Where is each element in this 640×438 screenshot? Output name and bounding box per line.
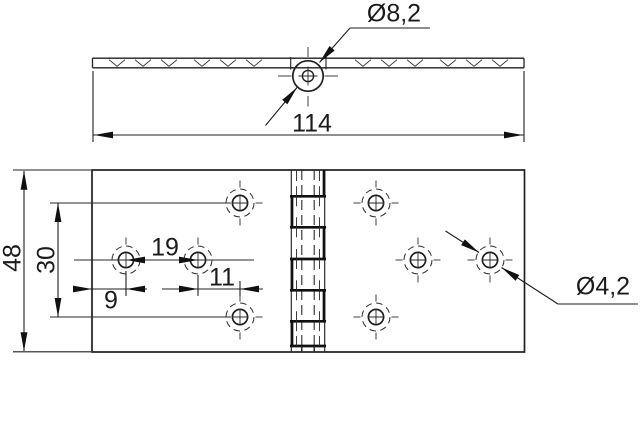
dim-label-leaf-height: 48 xyxy=(0,244,27,272)
hinge-knuckle-plan xyxy=(290,170,326,352)
side-view: Ø8,2 114 xyxy=(91,0,525,142)
plan-view: 48 30 19 9 11 xyxy=(0,169,638,353)
dimension-114: 114 xyxy=(92,71,525,142)
dimension-19: 19 xyxy=(126,234,198,264)
dimension-9: 9 xyxy=(73,271,147,315)
hinge-leaves-outline xyxy=(91,169,526,353)
screw-hole xyxy=(216,179,264,227)
screw-hole xyxy=(394,236,442,284)
screw-hole xyxy=(352,293,400,341)
screw-hole xyxy=(216,293,264,341)
knuckle-curl-lines xyxy=(296,170,320,352)
dimension-30: 30 xyxy=(33,203,62,317)
screw-hole xyxy=(466,236,514,284)
dim-label-hole-pair-spacing: 19 xyxy=(151,234,179,262)
dim-label-pin-diameter: Ø8,2 xyxy=(367,0,421,28)
dim-label-hole-offset: 11 xyxy=(209,264,235,292)
dim-label-overall-length: 114 xyxy=(292,110,332,138)
dim-label-hole-row-spacing: 30 xyxy=(33,246,61,274)
screw-hole xyxy=(352,179,400,227)
callout-screw-hole-diameter: Ø4,2 xyxy=(445,230,638,305)
dim-label-screw-hole-diameter: Ø4,2 xyxy=(576,273,630,301)
dimension-11: 11 xyxy=(162,264,263,296)
dimension-48: 48 xyxy=(0,169,91,353)
callout-pin-diameter: Ø8,2 xyxy=(265,0,430,126)
dim-label-edge-margin: 9 xyxy=(104,287,118,315)
hinge-barrel-side xyxy=(278,47,338,107)
